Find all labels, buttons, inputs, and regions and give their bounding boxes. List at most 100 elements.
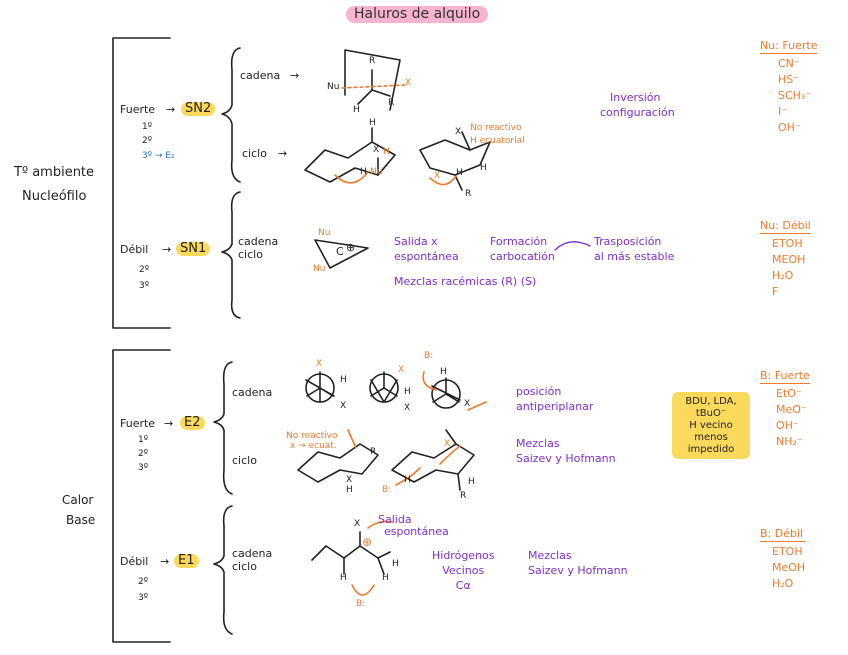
case-arrow: →: [290, 69, 300, 82]
e1-subs: [343, 531, 385, 575]
bracket-temp-ambiente: [112, 37, 171, 329]
mechanism-e1: E1: [174, 553, 199, 569]
sn2-attack-line: [341, 84, 406, 89]
case-labels: cadena ciclo: [238, 235, 279, 262]
atom-h: H: [353, 105, 360, 115]
newman-2-bonds: [370, 371, 398, 403]
atom-h: H: [404, 387, 411, 397]
atom-h: H: [440, 367, 447, 377]
degree-label: 2º: [139, 265, 149, 275]
atom-nu: Nu: [327, 82, 340, 92]
atom-plus: ⊕: [362, 535, 373, 549]
case-label: cadena: [240, 69, 281, 82]
arrow: →: [166, 103, 176, 116]
atom-r: R: [465, 189, 472, 199]
degree-label: 2º: [142, 136, 152, 146]
e1-chain: [311, 545, 391, 561]
degree-label: 1º: [138, 435, 148, 445]
case-label: ciclo: [232, 454, 257, 467]
strength-label: Fuerte: [120, 417, 156, 430]
annotation-inversion: Inversión configuración: [600, 91, 675, 120]
sn2-arrow-2: [429, 175, 457, 186]
atom-h: H: [346, 485, 353, 495]
atom-x: X: [354, 519, 361, 529]
annotation-trasposicion: Trasposición al más estable: [594, 235, 675, 264]
annotation-no-reactivo: No reactivo H ecuatorial: [470, 123, 525, 146]
atom-r: R: [388, 98, 395, 108]
mechanism-sn2: SN2: [181, 101, 216, 117]
sn1-trasposicion-arrow: [554, 241, 591, 251]
annotation-formacion: Formación carbocatión: [490, 235, 555, 264]
newman-3-bonds: [431, 377, 461, 403]
atom-x: X: [434, 171, 441, 181]
atom-h: H: [404, 475, 411, 485]
annotation-salida: Salida x espontánea: [394, 235, 459, 264]
e2-chair-2-arrow: [439, 445, 461, 465]
atom-x: X: [404, 403, 411, 413]
reagent-box-bulky-bases: BDU, LDA, tBuO⁻ H vecino menos impedido: [672, 392, 750, 459]
e2-chair-1: [297, 443, 379, 483]
atom-h: H: [392, 559, 399, 569]
newman-1-bonds: [305, 371, 335, 403]
atom-nu: Nu: [313, 264, 326, 274]
section-label-line-2: Nucleófilo: [22, 189, 87, 204]
atom-r: R: [460, 491, 467, 501]
bracket-calor-base: [112, 349, 171, 643]
sn1-carbocation: [314, 239, 369, 269]
atom-x: X: [455, 127, 462, 137]
annotation-mezclas: Mezclas Saizev y Hofmann: [528, 549, 628, 578]
case-labels: cadena ciclo: [232, 547, 273, 574]
atom-h: H: [340, 573, 347, 583]
annotation-no-reactivo: No reactivo x → ecuat.: [286, 431, 338, 451]
atom-c: C: [336, 245, 344, 258]
atom-b: B:: [382, 485, 392, 495]
strength-label: Débil: [120, 555, 149, 568]
newman-3-arrow: [467, 401, 487, 411]
degree-label: 2º: [138, 577, 148, 587]
e1-arrow: [351, 584, 375, 596]
annotation-mezclas-racemicas: Mezclas racémicas (R) (S): [394, 275, 537, 288]
arrow: →: [164, 417, 174, 430]
atom-nu: Nu: [318, 228, 331, 238]
e2-b-arrow: [395, 467, 421, 486]
reagent-list-nu-fuerte: Nu: Fuerte CN⁻ HS⁻ SCH₃⁻ I⁻ OH⁻: [760, 39, 818, 135]
newman-3-b-arrow: [422, 371, 437, 391]
bracket-e2: [213, 361, 233, 495]
mechanism-sn1: SN1: [176, 241, 211, 257]
mechanism-e2: E2: [180, 415, 205, 431]
atom-x: X: [340, 401, 347, 411]
reagent-list-b-debil: B: Débil ETOH MeOH H₂O: [760, 527, 806, 591]
arrow: →: [160, 555, 170, 568]
atom-x: X: [444, 439, 451, 449]
atom-h: H: [480, 163, 487, 173]
atom-r: R: [369, 56, 376, 66]
e2-chair-2-subs: [445, 429, 461, 491]
atom-h: H: [382, 573, 389, 583]
atom-h: H: [369, 118, 376, 128]
strength-label: Fuerte: [120, 103, 156, 116]
degree-label: 1º: [142, 122, 152, 132]
degree-label: 3º: [138, 463, 148, 473]
atom-plus: ⊕: [346, 241, 356, 254]
case-arrow: →: [278, 147, 288, 160]
atom-nu: Nu: [370, 167, 383, 177]
bracket-e1: [213, 505, 233, 635]
case-label: ciclo: [242, 147, 267, 160]
bracket-sn2: [221, 47, 241, 183]
arrow: →: [162, 243, 172, 256]
section-label-line-1: Tº ambiente: [14, 165, 95, 180]
reagent-list-nu-debil: Nu: Débil ETOH MEOH H₂O F: [760, 219, 811, 299]
atom-x: X: [405, 78, 412, 88]
atom-b: B:: [424, 351, 434, 361]
degree-label: 3º: [138, 593, 148, 603]
degree-label: 2º: [138, 449, 148, 459]
degree-note: 3º → E₂: [142, 151, 175, 161]
section-label-line-2: Base: [66, 513, 96, 527]
sn2-chair-2-subs: [454, 131, 471, 191]
atom-h: H: [456, 168, 463, 178]
degree-label: 3º: [139, 281, 149, 291]
atom-h: H: [383, 147, 390, 157]
atom-h: H: [360, 167, 367, 177]
atom-x: X: [346, 475, 353, 485]
